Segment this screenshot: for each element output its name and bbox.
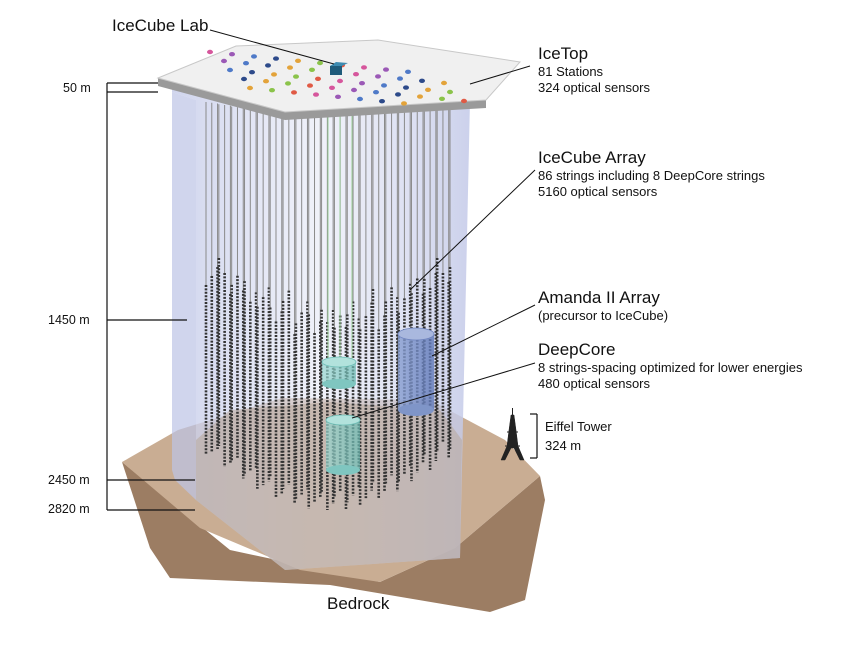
icetop-station-dot xyxy=(207,49,213,55)
depth-label-50: 50 m xyxy=(63,81,91,95)
icetop-station-dot xyxy=(271,72,277,77)
icetop-station-dot xyxy=(361,65,367,70)
surface-plate-side xyxy=(158,78,486,120)
icetop-station-dot xyxy=(315,76,321,82)
icetop-station-dot xyxy=(229,52,235,57)
icetop-station-dot xyxy=(359,81,365,86)
amanda-leader xyxy=(431,304,536,357)
icetop-station-dot xyxy=(317,60,323,66)
icetop-station-dot xyxy=(401,101,407,106)
depth-scale xyxy=(106,82,195,511)
icetop-station-dot xyxy=(405,69,411,75)
icetop-station-dot xyxy=(337,78,343,84)
icetop-station-dot xyxy=(441,80,447,86)
icetop-station-dot xyxy=(309,67,315,73)
icetop-station-dot xyxy=(381,83,387,88)
surface-plate-top xyxy=(156,39,521,113)
icetop-station-dot xyxy=(417,94,423,99)
array-title: IceCube Array xyxy=(538,148,646,167)
deepcore-cylinders xyxy=(321,356,361,475)
icetop-station-dot xyxy=(351,87,357,93)
icetop-station-dot xyxy=(419,78,425,84)
icetop-station-dot xyxy=(291,90,297,95)
icetop-line2: 324 optical sensors xyxy=(538,80,651,95)
array-line2: 5160 optical sensors xyxy=(538,184,658,199)
icetop-station-dot xyxy=(243,61,249,66)
bedrock-side-front xyxy=(122,462,545,612)
amanda-title: Amanda II Array xyxy=(538,288,660,307)
icetop-station-dot xyxy=(221,58,227,64)
icetop-station-dot xyxy=(447,89,453,95)
deepcore-title: DeepCore xyxy=(538,340,616,359)
deepcore-line1: 8 strings-spacing optimized for lower en… xyxy=(538,360,803,375)
icetop-station-dot xyxy=(249,70,255,75)
depth-label-2820: 2820 m xyxy=(48,502,90,516)
ice-prism-left-face xyxy=(172,92,196,500)
depth-label-1450: 1450 m xyxy=(48,313,90,327)
deepcore-line2: 480 optical sensors xyxy=(538,376,651,391)
icetop-station-dot xyxy=(251,54,257,59)
icetop-station-dot xyxy=(379,99,385,104)
icetop-leader xyxy=(469,65,531,85)
icetop-station-dot xyxy=(269,88,275,93)
bedrock-label: Bedrock xyxy=(327,594,390,613)
icetop-station-dot xyxy=(263,79,269,84)
icetop-station-dot xyxy=(293,74,299,79)
lab-leader xyxy=(209,29,335,65)
icetop-station-dot xyxy=(313,92,319,97)
icetop-station-dot xyxy=(295,58,301,63)
icetop-station-dot xyxy=(425,87,431,93)
icecube-lab-building xyxy=(330,62,348,75)
icetop-station-dot xyxy=(335,94,341,100)
amanda-line1: (precursor to IceCube) xyxy=(538,308,668,323)
icetop-station-dot xyxy=(353,72,359,77)
icetop-station-dot xyxy=(227,67,233,73)
eiffel-scale-bracket xyxy=(530,413,538,459)
icetop-station-dot xyxy=(395,92,401,97)
icetop-station-dot xyxy=(373,90,379,95)
icetop-station-dot xyxy=(397,76,403,81)
icetop-station-dot xyxy=(307,83,313,88)
array-leader xyxy=(409,169,536,291)
icetop-title: IceTop xyxy=(538,44,588,63)
eiffel-height: 324 m xyxy=(545,438,581,453)
icetop-station-dot xyxy=(357,96,363,102)
deepcore-leader xyxy=(351,362,536,419)
icetop-station-dot xyxy=(375,74,381,79)
icetop-station-dot xyxy=(241,76,247,82)
icetop-station-dot xyxy=(247,85,253,91)
icetop-surface xyxy=(156,39,521,120)
icetop-station-dot xyxy=(285,81,291,86)
icetop-station-dot xyxy=(329,85,335,91)
leader-lines xyxy=(209,29,536,419)
icetop-station-dot xyxy=(461,98,467,104)
eiffel-tower-icon xyxy=(500,408,525,461)
depth-label-2450: 2450 m xyxy=(48,473,90,487)
icetop-station-dot xyxy=(287,65,293,70)
icecube-lab-label: IceCube Lab xyxy=(112,16,208,35)
icetop-station-dot xyxy=(403,85,409,90)
icetop-station-dot xyxy=(439,96,445,102)
icetop-station-dot xyxy=(383,67,389,72)
icetop-station-dot xyxy=(265,63,271,68)
icetop-station-dot xyxy=(273,56,279,61)
icetop-line1: 81 Stations xyxy=(538,64,604,79)
array-line1: 86 strings including 8 DeepCore strings xyxy=(538,168,765,183)
amanda-cylinder xyxy=(397,327,435,416)
eiffel-title: Eiffel Tower xyxy=(545,419,612,434)
